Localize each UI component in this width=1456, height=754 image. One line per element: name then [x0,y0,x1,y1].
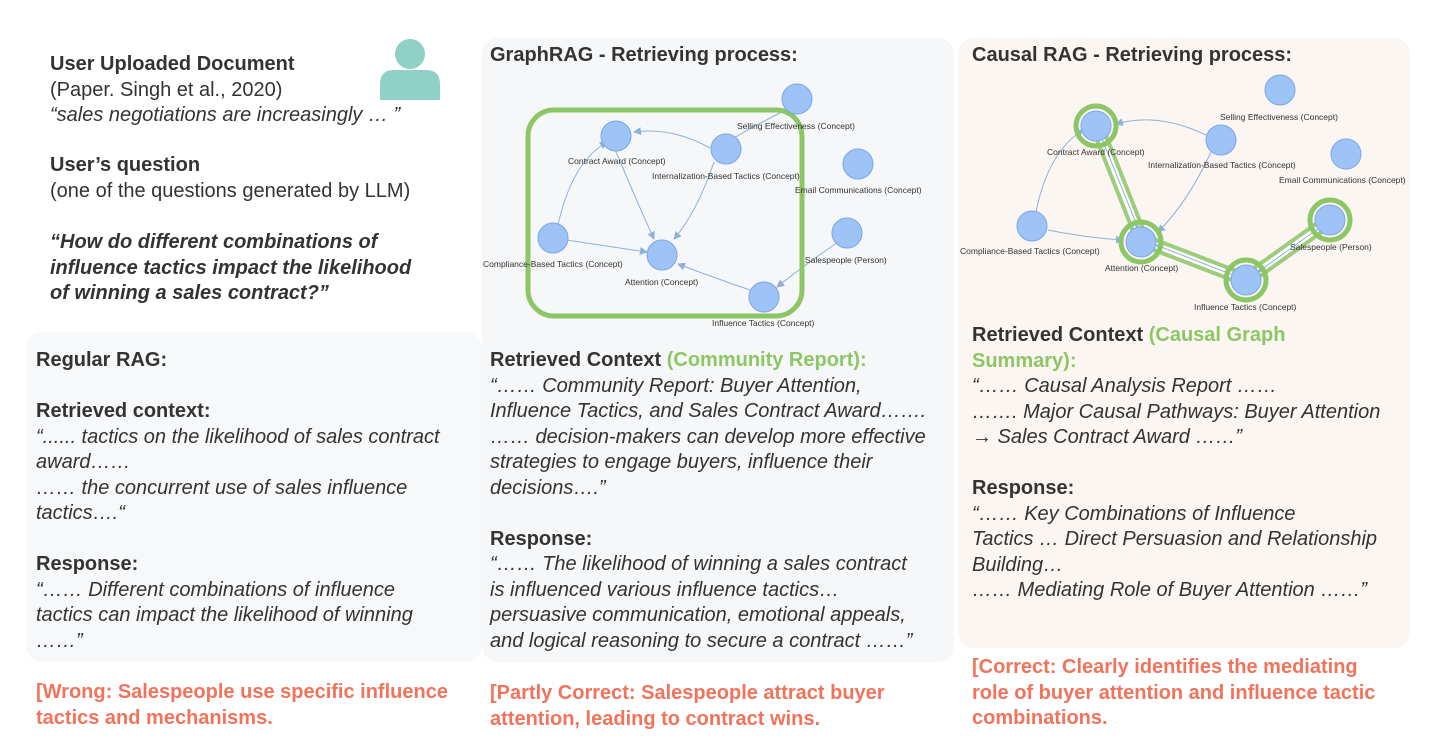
regular-response-title: Response: [36,553,139,575]
user-icon [380,39,440,100]
document-title: User Uploaded Document [50,53,295,75]
graph-node [1230,264,1262,296]
graph-node-label: Contract Award (Concept) [1047,147,1145,157]
graph-node-label: Email Communications (Concept) [1279,175,1406,185]
graph-node-label: Selling Effectiveness (Concept) [1220,112,1338,122]
graph-node [710,133,742,165]
verdict-line: tactics and mechanisms. [36,706,273,729]
graph-node [748,281,780,313]
graphrag-context-line: strategies to engage buyers, influence t… [490,451,873,473]
verdict-line: [Correct: Clearly identifies the mediati… [972,656,1358,678]
regular-context-line: tactics….“ [36,502,125,524]
graph-node [781,83,813,115]
causal-context-highlight: (Causal Graph [1148,324,1286,346]
regular-context-line: award…… [36,451,131,473]
graph-node [1125,226,1157,258]
regular-rag-title: Regular RAG: [36,349,168,371]
causal-graph: Selling Effectiveness (Concept) Contract… [960,74,1406,312]
regular-rag-panel [26,332,482,662]
question-title: User’s question [50,154,201,176]
graph-node [1205,124,1237,156]
question-line: influence tactics impact the likelihood [50,256,412,279]
regular-response-line: ……” [36,629,83,652]
graph-node-label: Salespeople (Person) [1290,242,1372,252]
graph-node-label: Compliance-Based Tactics (Concept) [483,259,623,269]
verdict-line: attention, leading to contract wins. [490,707,821,730]
graphrag-content: Retrieved Context (Community Report): “…… [490,348,926,654]
graphrag-response-line: persuasive communication, emotional appe… [490,604,906,626]
graphrag-graph: Selling Effectiveness (Concept) Contract… [483,83,922,328]
causal-context-line: ……. Major Causal Pathways: Buyer Attenti… [972,400,1381,423]
causal-response-title: Response: [972,477,1075,499]
regular-context-line: “...... tactics on the likelihood of sal… [36,425,440,448]
graphrag-response-title: Response: [490,527,593,550]
document-source: (Paper. Singh et al., 2020) [50,78,283,101]
document-section: User Uploaded Document (Paper. Singh et … [50,52,400,129]
graph-node [600,120,632,152]
graph-node-label: Salespeople (Person) [805,255,887,265]
causal-context-line: “…… Causal Analysis Report …… [972,375,1277,397]
graph-node-label: Contract Award (Concept) [568,156,666,166]
graphrag-title: GraphRAG - Retrieving process: [490,44,798,66]
question-line: “How do different combinations of [50,231,378,253]
graphrag-response-line: “…… The likelihood of winning a sales co… [490,553,907,575]
graphrag-verdict: [Partly Correct: Salespeople attract buy… [490,681,885,732]
document-quote: “sales negotiations are increasingly … ” [50,104,401,126]
question-text: “How do different combinations of influe… [50,230,411,307]
causal-response-line: Building… [972,553,1064,576]
regular-response-line: “…… Different combinations of influence [36,578,396,601]
regular-response-line: tactics can impact the likelihood of win… [36,604,413,626]
graph-node [537,222,569,254]
graph-node [842,148,874,180]
regular-verdict: [Wrong: Salespeople use specific influen… [36,680,448,731]
graphrag-context-line: “…… Community Report: Buyer Attention, [490,374,862,397]
verdict-line: role of buyer attention and influence ta… [972,681,1376,704]
causal-response-line: Tactics … Direct Persuasion and Relation… [972,528,1378,550]
graphrag-context-line: …… decision-makers can develop more effe… [490,425,926,448]
verdict-line: combinations. [972,707,1108,729]
causal-verdict: [Correct: Clearly identifies the mediati… [972,655,1375,732]
causal-context-highlight: Summary): [972,349,1077,372]
causal-content: Retrieved Context (Causal Graph Summary)… [972,323,1380,604]
graph-node-label: Influence Tactics (Concept) [1194,302,1297,312]
graph-node [1314,204,1346,236]
graph-node [1330,138,1362,170]
graph-node [831,217,863,249]
graph-node-label: Internalization-Based Tactics (Concept) [1148,160,1296,170]
causal-context-line: → Sales Contract Award ……” [972,426,1243,448]
causal-context-title: Retrieved Context (Causal Graph [972,324,1286,346]
graph-node [1016,210,1048,242]
graph-node [1264,74,1296,106]
verdict-line: [Partly Correct: Salespeople attract buy… [490,682,885,704]
graphrag-context-title: Retrieved Context (Community Report): [490,349,867,371]
causal-rag-panel [958,38,1410,648]
causal-response-line: “…… Key Combinations of Influence [972,502,1296,525]
graph-node-label: Internalization-Based Tactics (Concept) [652,171,800,181]
causal-response-line: …… Mediating Role of Buyer Attention ……” [972,579,1367,601]
question-section: User’s question (one of the questions ge… [50,153,410,204]
graph-node-label: Compliance-Based Tactics (Concept) [960,246,1100,256]
verdict-line: [Wrong: Salespeople use specific influen… [36,681,448,703]
graph-node-label: Attention (Concept) [625,277,698,287]
graph-node [646,239,678,271]
graph-node-label: Email Communications (Concept) [795,185,922,195]
question-note: (one of the questions generated by LLM) [50,179,411,202]
graphrag-context-highlight: (Community Report): [666,349,867,371]
regular-rag-content: Regular RAG: Retrieved context: “...... … [36,348,440,654]
graph-node-label: Attention (Concept) [1105,263,1178,273]
causal-rag-title: Causal RAG - Retrieving process: [972,44,1293,66]
question-line: of winning a sales contract?” [50,282,329,304]
graph-node-label: Influence Tactics (Concept) [712,318,815,328]
graph-node-label: Selling Effectiveness (Concept) [737,121,855,131]
graphrag-response-line: and logical reasoning to secure a contra… [490,629,913,652]
graph-node [1080,110,1112,142]
graphrag-context-line: Influence Tactics, and Sales Contract Aw… [490,400,927,422]
regular-context-line: …… the concurrent use of sales influence [36,476,408,499]
regular-context-title: Retrieved context: [36,400,211,422]
graphrag-context-line: decisions….” [490,476,606,499]
graphrag-response-line: is influenced various influence tactics… [490,578,840,601]
